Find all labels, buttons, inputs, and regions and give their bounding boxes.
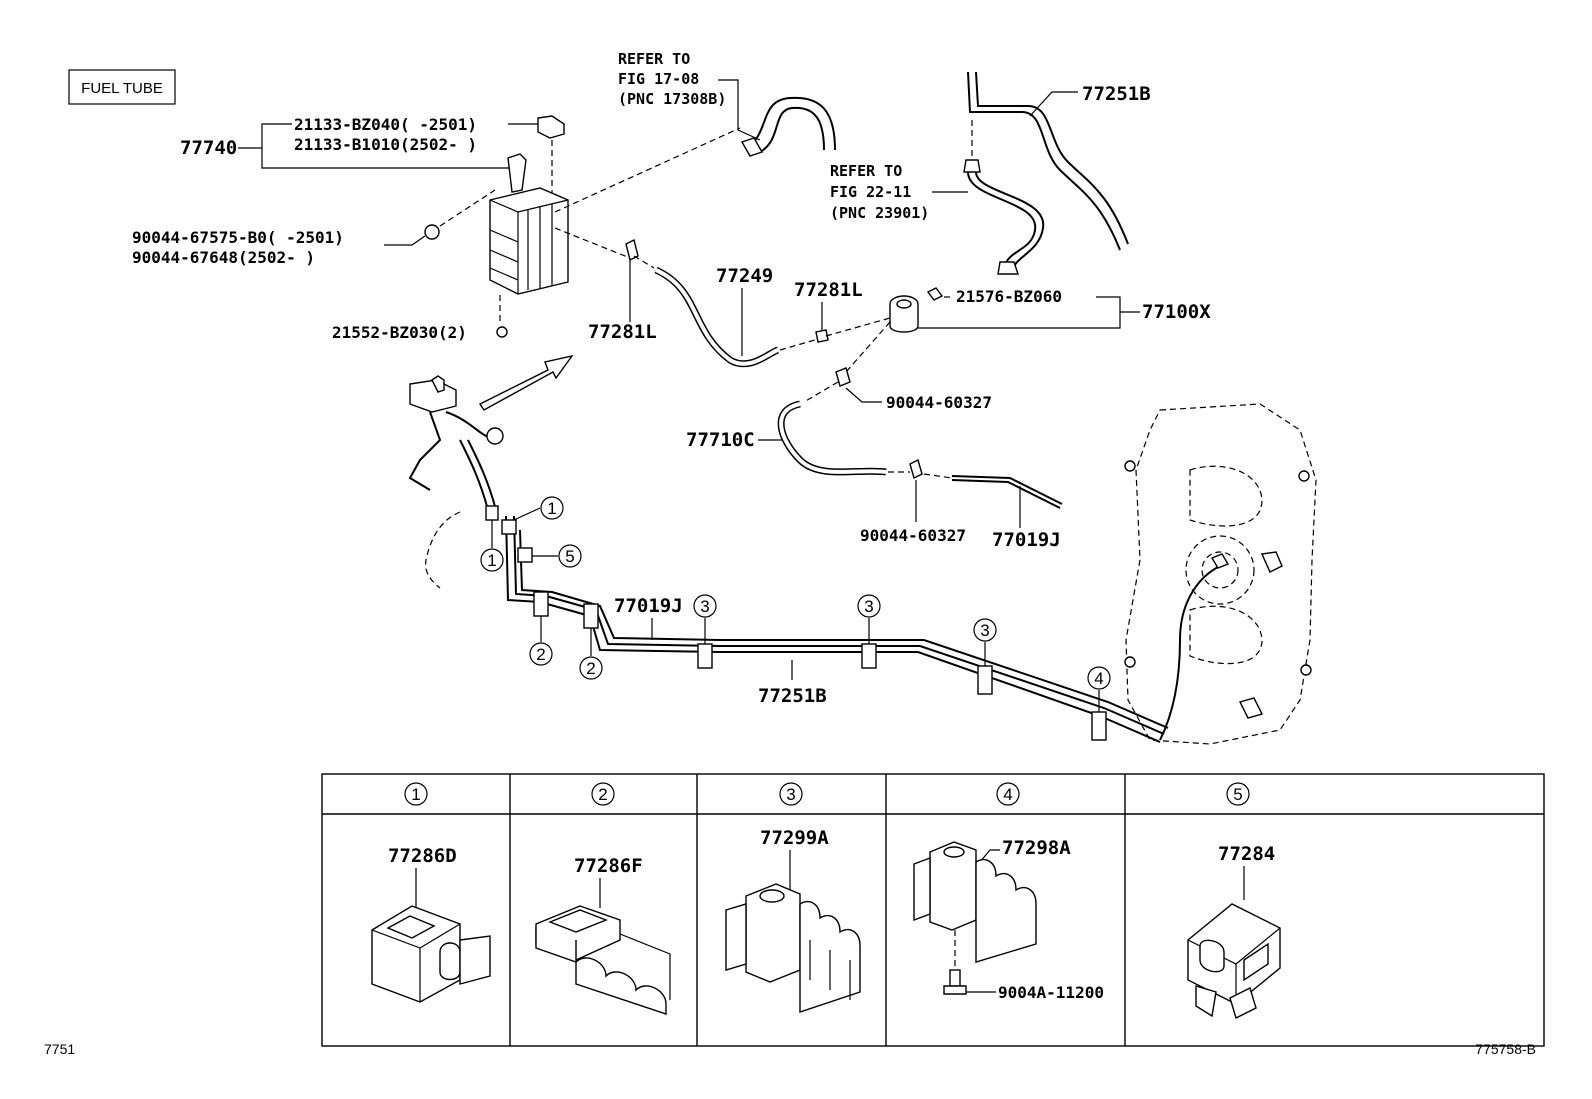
label-90044-60327-lower: 90044-60327 <box>860 526 966 545</box>
table-header-1: 1 <box>411 785 420 804</box>
label-21133-b1010: 21133-B1010(2502- ) <box>294 135 477 154</box>
canister-cap <box>537 115 565 139</box>
label-21552-bz030: 21552-BZ030(2) <box>332 323 467 342</box>
callout-4: 4 <box>1094 669 1103 688</box>
label-77019j-upper: 77019J <box>992 529 1061 551</box>
label-77281l-left: 77281L <box>588 321 657 343</box>
label-77019j-lower: 77019J <box>614 595 683 617</box>
table-header-2: 2 <box>598 785 607 804</box>
clamp-table: 1 2 3 4 5 77286D 77286F 772 <box>321 773 1545 1047</box>
canister-group: 77740 21133-BZ040( -2501) 21133-B1010(25… <box>132 115 741 342</box>
callout-3a: 3 <box>700 597 709 616</box>
hose-77249: 77249 <box>654 265 823 368</box>
callout-2b: 2 <box>586 659 595 678</box>
table-header-5: 5 <box>1233 785 1242 804</box>
main-fuel-tube: 77019J 77251B <box>505 515 1169 743</box>
label-77100x: 77100X <box>1142 301 1211 323</box>
clip-77281l-right: 77281L <box>794 279 891 343</box>
label-77281l-right: 77281L <box>794 279 863 301</box>
ref-17-08-line1: REFER TO <box>618 50 690 68</box>
fuel-tank <box>1124 403 1317 745</box>
clamp-77286f-icon <box>535 905 671 1015</box>
footer-left: 7751 <box>44 1041 75 1057</box>
table-part-9004a-11200: 9004A-11200 <box>998 983 1104 1002</box>
label-77249: 77249 <box>716 265 773 287</box>
callout-1a: 1 <box>547 499 556 518</box>
label-77251b-upper: 77251B <box>1082 83 1151 105</box>
clamps-on-tube <box>485 505 1107 741</box>
hose-77710c: 77710C <box>686 400 910 476</box>
callout-3c: 3 <box>980 621 989 640</box>
clamp-callouts: 1 1 5 2 2 3 3 3 4 <box>480 496 1111 712</box>
bolt-9004a-icon <box>943 969 967 995</box>
clamp-77284-icon <box>1187 903 1281 1019</box>
vapor-hose-upper <box>740 96 836 157</box>
clip-90044-60327-upper: 90044-60327 <box>803 367 992 412</box>
clamp-77286d-icon <box>371 905 491 1003</box>
direction-arrow <box>478 354 574 411</box>
clamp-77298a-icon <box>913 841 1037 963</box>
refer-callout-22-11: REFER TO FIG 22-11 (PNC 23901) <box>830 162 968 222</box>
refer-callout-17-08: REFER TO FIG 17-08 (PNC 17308B) <box>618 50 761 141</box>
title-text: FUEL TUBE <box>81 80 163 97</box>
clip-90044-60327-lower: 90044-60327 77019J <box>860 458 1063 551</box>
table-header-4: 4 <box>1003 785 1012 804</box>
ref-17-08-line3: (PNC 17308B) <box>618 90 726 108</box>
label-77710c: 77710C <box>686 429 755 451</box>
callout-5: 5 <box>565 547 574 566</box>
label-21576-bz060: 21576-BZ060 <box>956 287 1062 306</box>
ref-22-11-line3: (PNC 23901) <box>830 204 929 222</box>
ref-22-11-line2: FIG 22-11 <box>830 183 911 201</box>
label-90044-67648: 90044-67648(2502- ) <box>132 248 315 267</box>
table-part-77284: 77284 <box>1218 843 1275 865</box>
table-part-77299a: 77299A <box>760 827 829 849</box>
ref-17-08-line2: FIG 17-08 <box>618 70 699 88</box>
callout-2a: 2 <box>536 645 545 664</box>
clamp-77299a-icon <box>725 883 861 1013</box>
ref-22-11-line1: REFER TO <box>830 162 902 180</box>
charcoal-canister <box>489 153 569 295</box>
sensor-harness <box>408 375 504 589</box>
label-77251b-lower: 77251B <box>758 685 827 707</box>
label-90044-60327-upper: 90044-60327 <box>886 393 992 412</box>
table-part-77298a: 77298A <box>1002 837 1071 859</box>
table-header-3: 3 <box>786 785 795 804</box>
title-box: FUEL TUBE <box>68 69 176 105</box>
label-90044-67575: 90044-67575-B0( -2501) <box>132 228 344 247</box>
fuel-tube-77251b-upper: 77251B <box>963 71 1151 275</box>
footer-right: 775758-B <box>1475 1041 1536 1057</box>
bolt-icon <box>424 224 440 240</box>
valve-77100x: 21576-BZ060 77100X <box>845 287 1211 373</box>
label-77740: 77740 <box>180 137 237 159</box>
clip-77281l-left: 77281L <box>588 238 657 343</box>
callout-1b: 1 <box>487 551 496 570</box>
callout-3b: 3 <box>864 597 873 616</box>
table-part-77286f: 77286F <box>574 855 643 877</box>
table-part-77286d: 77286D <box>388 845 457 867</box>
label-21133-bz040: 21133-BZ040( -2501) <box>294 115 477 134</box>
